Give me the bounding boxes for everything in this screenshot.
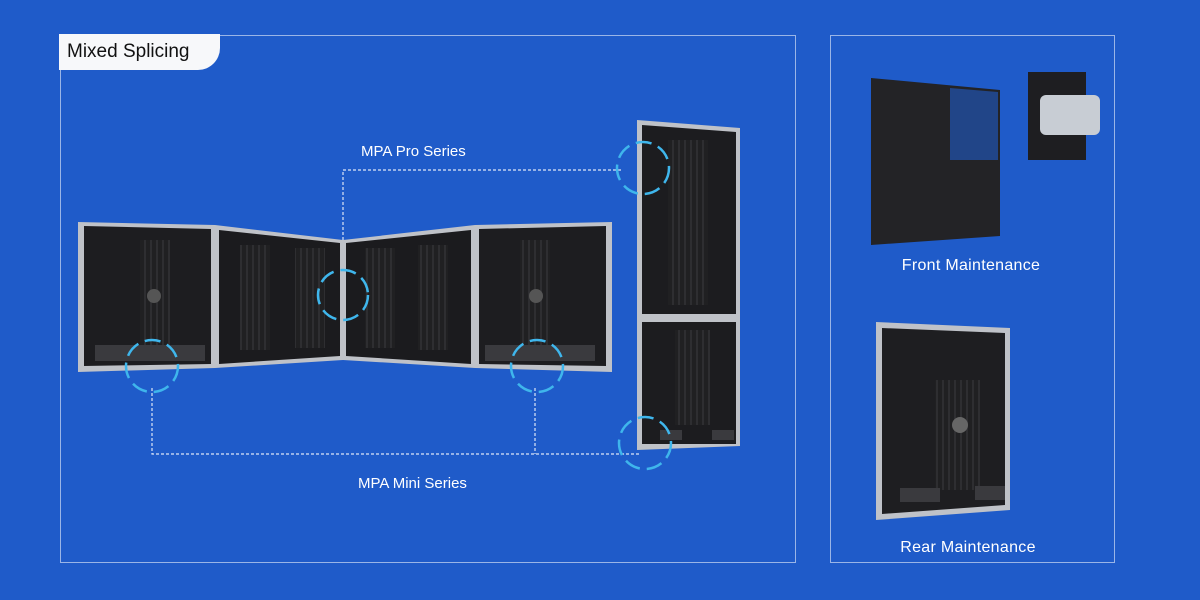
mixed-splicing-frame — [60, 35, 796, 563]
highlight-circle — [316, 268, 370, 322]
highlight-circle — [124, 338, 180, 394]
mpa-mini-wall — [78, 222, 612, 372]
highlight-circle — [509, 338, 565, 394]
mpa-pro-series-label: MPA Pro Series — [361, 143, 466, 160]
front-maintenance-image — [871, 72, 1100, 245]
mpa-pro-column — [637, 120, 740, 450]
maintenance-frame — [830, 35, 1115, 563]
mpa-mini-series-label: MPA Mini Series — [358, 475, 467, 492]
highlight-circle — [617, 415, 673, 471]
section-tab: Mixed Splicing — [59, 34, 220, 70]
highlight-circle — [615, 140, 671, 196]
rear-maintenance-image — [876, 322, 1010, 520]
rear-maintenance-caption: Rear Maintenance — [900, 539, 1036, 556]
connector-lines — [151, 169, 640, 455]
highlight-circles — [124, 140, 673, 471]
front-maintenance-caption: Front Maintenance — [901, 257, 1041, 274]
